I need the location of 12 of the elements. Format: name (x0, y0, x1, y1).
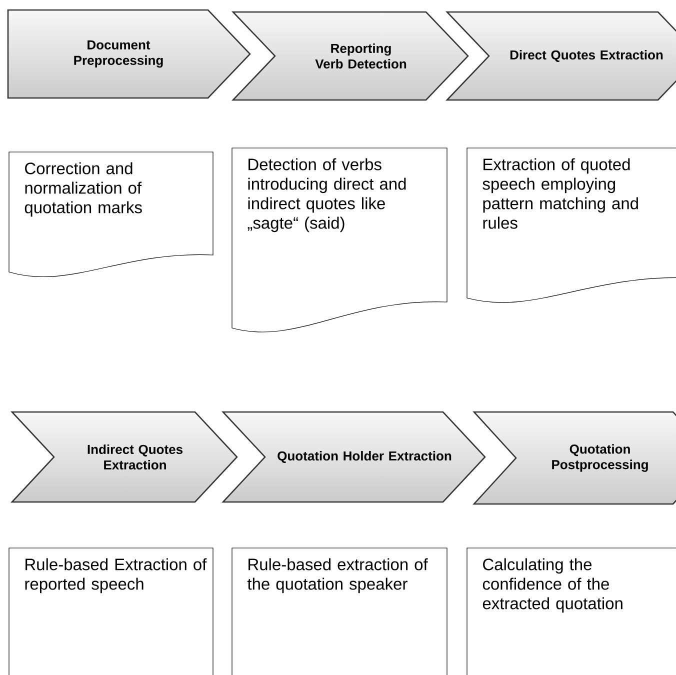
document-box: Extraction of quoted speech employing pattern matching and rules (466, 148, 676, 303)
document-box: Calculating the confidence of the extracted quotation (466, 548, 676, 675)
chevron-step: Document Preprocessing (7, 9, 251, 99)
chevron-step: Indirect Quotes Extraction (10, 411, 238, 503)
chevron-step: Direct Quotes Extraction (446, 11, 676, 101)
chevron-step: Reporting Verb Detection (231, 11, 469, 101)
document-box: Rule-based extraction of the quotation speaker (232, 548, 448, 675)
document-box: Rule-based Extraction of reported speech (8, 548, 214, 675)
document-box: Correction and normalization of quotation marks (8, 152, 214, 277)
document-box: Detection of verbs introducing direct and indirect quotes like „sagte“ (said) (232, 148, 448, 332)
chevron-step: Quotation Holder Extraction (222, 411, 486, 503)
chevron-step: Quotation Postprocessing (472, 411, 676, 505)
